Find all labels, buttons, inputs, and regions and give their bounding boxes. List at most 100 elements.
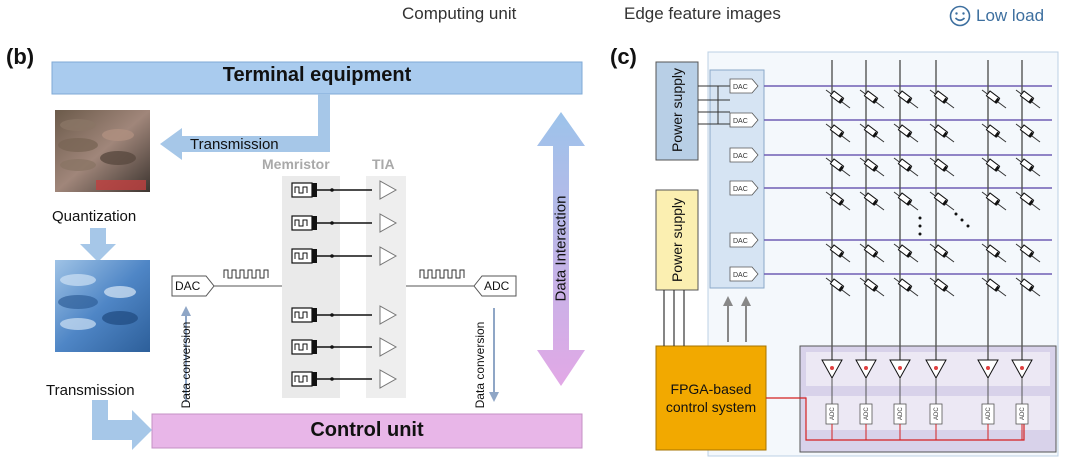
data-interaction-arrow: [537, 112, 585, 386]
transmission-top-label: Transmission: [190, 136, 279, 153]
fpga-box: [655, 345, 767, 451]
dac-block-c: DAC: [729, 78, 759, 94]
fpga-label-line1: FPGA-based: [670, 381, 752, 397]
adc-label-b: ADC: [484, 279, 510, 293]
memristor-cell: [1015, 191, 1041, 211]
memristor-cell: [981, 123, 1007, 143]
memristor-cell: [825, 89, 851, 109]
memristor-cell: [981, 277, 1007, 297]
tia-adc-pair: ADC: [1011, 359, 1033, 440]
svg-text:DAC: DAC: [733, 186, 748, 193]
panel-b-tag: (b): [6, 44, 35, 69]
memristor-cell: [893, 243, 919, 263]
svg-text:ADC: ADC: [830, 407, 836, 420]
memristor-row: [291, 305, 398, 325]
dac-label-b: DAC: [175, 279, 201, 293]
computing-unit-header: Computing unit: [402, 4, 517, 23]
memristor-cell: [825, 123, 851, 143]
memristor-cell: [825, 191, 851, 211]
svg-text:ADC: ADC: [986, 407, 992, 420]
dac-block-c: DAC: [729, 147, 759, 163]
tia-column: [366, 176, 406, 398]
memristor-cell: [859, 243, 885, 263]
memristor-rows: [291, 180, 398, 389]
panel-b-graphics: [51, 61, 585, 450]
memristor-cell: [981, 191, 1007, 211]
svg-text:ADC: ADC: [934, 407, 940, 420]
dac-up-arrows: [727, 304, 747, 342]
memristor-cell: [859, 123, 885, 143]
memristor-cell: [1015, 123, 1041, 143]
memristor-cell: [825, 277, 851, 297]
tia-adc-pair: ADC: [889, 359, 911, 440]
memristor-cell: [929, 277, 955, 297]
memristor-cell: [929, 89, 955, 109]
memristor-cell: [893, 123, 919, 143]
svg-text:ADC: ADC: [1020, 407, 1026, 420]
square-wave-left: [223, 269, 269, 279]
tia-adc-blocks: ADC ADC ADC ADC ADC ADC: [821, 359, 1033, 440]
load-status-text: Low load: [976, 6, 1045, 25]
dac-blocks: DAC DAC DAC DAC DAC DAC: [729, 78, 759, 282]
tia-header: TIA: [372, 156, 395, 172]
memristor-cell: [893, 157, 919, 177]
memristor-cell: [929, 123, 955, 143]
memristor-cell: [981, 89, 1007, 109]
memristor-row: [291, 213, 398, 233]
terminal-equipment-bar: [51, 61, 583, 95]
memristor-cell: [1015, 89, 1041, 109]
ellipsis-dots: [918, 212, 970, 236]
svg-text:DAC: DAC: [733, 238, 748, 245]
memristor-cell: [893, 89, 919, 109]
dac-block-c: DAC: [729, 180, 759, 196]
memristor-cell: [1015, 157, 1041, 177]
fpga-label: FPGA-based control system: [656, 380, 766, 416]
memristor-cell: [981, 157, 1007, 177]
memristor-cell: [893, 277, 919, 297]
memristor-cell: [981, 243, 1007, 263]
panel-c-graphics: DAC DAC DAC DAC DAC DAC ADC ADC ADC ADC ADC ADC: [655, 51, 1059, 457]
memristor-row: [291, 180, 398, 200]
memristor-cell: [929, 243, 955, 263]
memristor-cell: [929, 157, 955, 177]
control-unit-bar: [151, 413, 583, 449]
adc-box-b: [473, 275, 517, 297]
insulator-shapes-1: [58, 119, 146, 190]
dac-block-c: DAC: [729, 112, 759, 128]
svg-text:DAC: DAC: [733, 84, 748, 91]
power-to-dac-wires: [698, 85, 730, 125]
tia-adc-pair: ADC: [977, 359, 999, 440]
transmission-top-arrow: [160, 94, 330, 160]
memristor-cell: [893, 191, 919, 211]
svg-text:DAC: DAC: [733, 272, 748, 279]
tia-adc-pair: ADC: [821, 359, 843, 440]
power-supply-bottom-label: Power supply: [669, 197, 685, 283]
memristor-cell: [859, 89, 885, 109]
memristor-cell: [859, 191, 885, 211]
data-interaction-label: Data Interaction: [552, 195, 570, 302]
svg-text:DAC: DAC: [733, 118, 748, 125]
memristor-cell: [825, 157, 851, 177]
insulator-shapes-2: [58, 274, 138, 330]
dac-box-b: [171, 275, 215, 297]
memristor-row: [291, 246, 398, 266]
memristor-cell: [825, 243, 851, 263]
tia-adc-pair: ADC: [855, 359, 877, 440]
memristor-row: [291, 337, 398, 357]
quantization-arrow: [80, 228, 116, 262]
load-status: Low load: [948, 4, 1044, 28]
memristor-row: [291, 369, 398, 389]
memristor-cell: [1015, 277, 1041, 297]
dac-block-c: DAC: [729, 232, 759, 248]
memristor-column: [282, 176, 340, 398]
transmission-bottom-label: Transmission: [46, 382, 135, 399]
edge-feature-images-header: Edge feature images: [624, 4, 781, 23]
fpga-wires: [663, 290, 685, 346]
power-supply-top-box: [655, 61, 699, 161]
fpga-label-line2: control system: [665, 399, 757, 415]
memristor-cell: [929, 191, 955, 211]
transmission-bottom-arrow: [92, 400, 152, 450]
svg-text:DAC: DAC: [733, 153, 748, 160]
data-conversion-left-label: Data conversion: [179, 321, 193, 409]
memristor-header: Memristor: [262, 156, 330, 172]
